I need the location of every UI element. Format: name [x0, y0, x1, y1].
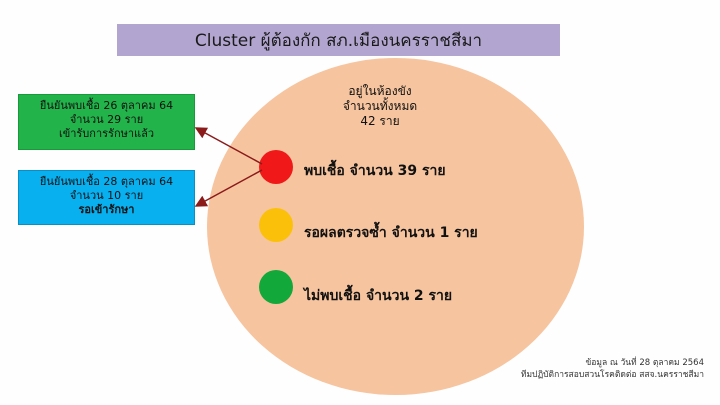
negative-dot	[259, 270, 293, 304]
footer-date: ข้อมูล ณ วันที่ 28 ตุลาคม 2564	[585, 358, 704, 368]
center-line-3: 42 ราย	[360, 114, 400, 128]
awaiting-box: ยืนยันพบเชื้อ 28 ตุลาคม 64 จำนวน 10 ราย …	[18, 170, 195, 225]
total-count-label: อยู่ในห้องขัง จำนวนทั้งหมด 42 ราย	[300, 84, 460, 129]
status-negative: ไม่พบเชื้อ จำนวน 2 ราย	[304, 288, 453, 304]
positive-dot	[259, 150, 293, 184]
slide-title: Cluster ผู้ต้องกัก สภ.เมืองนครราชสีมา	[117, 24, 560, 56]
status-pending: รอผลตรวจซ้ำ จำนวน 1 ราย	[304, 225, 478, 241]
treated-line-2: จำนวน 29 ราย	[69, 113, 144, 126]
treated-box: ยืนยันพบเชื้อ 26 ตุลาคม 64 จำนวน 29 ราย …	[18, 94, 195, 150]
status-positive: พบเชื้อ จำนวน 39 ราย	[304, 163, 446, 179]
footer-team: ทีมปฏิบัติการสอบสวนโรคติดต่อ สสจ.นครราชส…	[520, 370, 704, 380]
center-line-2: จำนวนทั้งหมด	[342, 99, 418, 113]
treated-line-1: ยืนยันพบเชื้อ 26 ตุลาคม 64	[39, 99, 174, 112]
pending-dot	[259, 208, 293, 242]
treated-line-3: เข้ารับการรักษาแล้ว	[58, 127, 155, 140]
awaiting-line-1: ยืนยันพบเชื้อ 28 ตุลาคม 64	[39, 175, 174, 188]
center-line-1: อยู่ในห้องขัง	[348, 84, 412, 98]
awaiting-line-2: จำนวน 10 ราย	[69, 189, 144, 202]
footer-source: ข้อมูล ณ วันที่ 28 ตุลาคม 2564 ทีมปฏิบัต…	[521, 357, 704, 381]
awaiting-line-3: รอเข้ารักษา	[78, 203, 135, 216]
